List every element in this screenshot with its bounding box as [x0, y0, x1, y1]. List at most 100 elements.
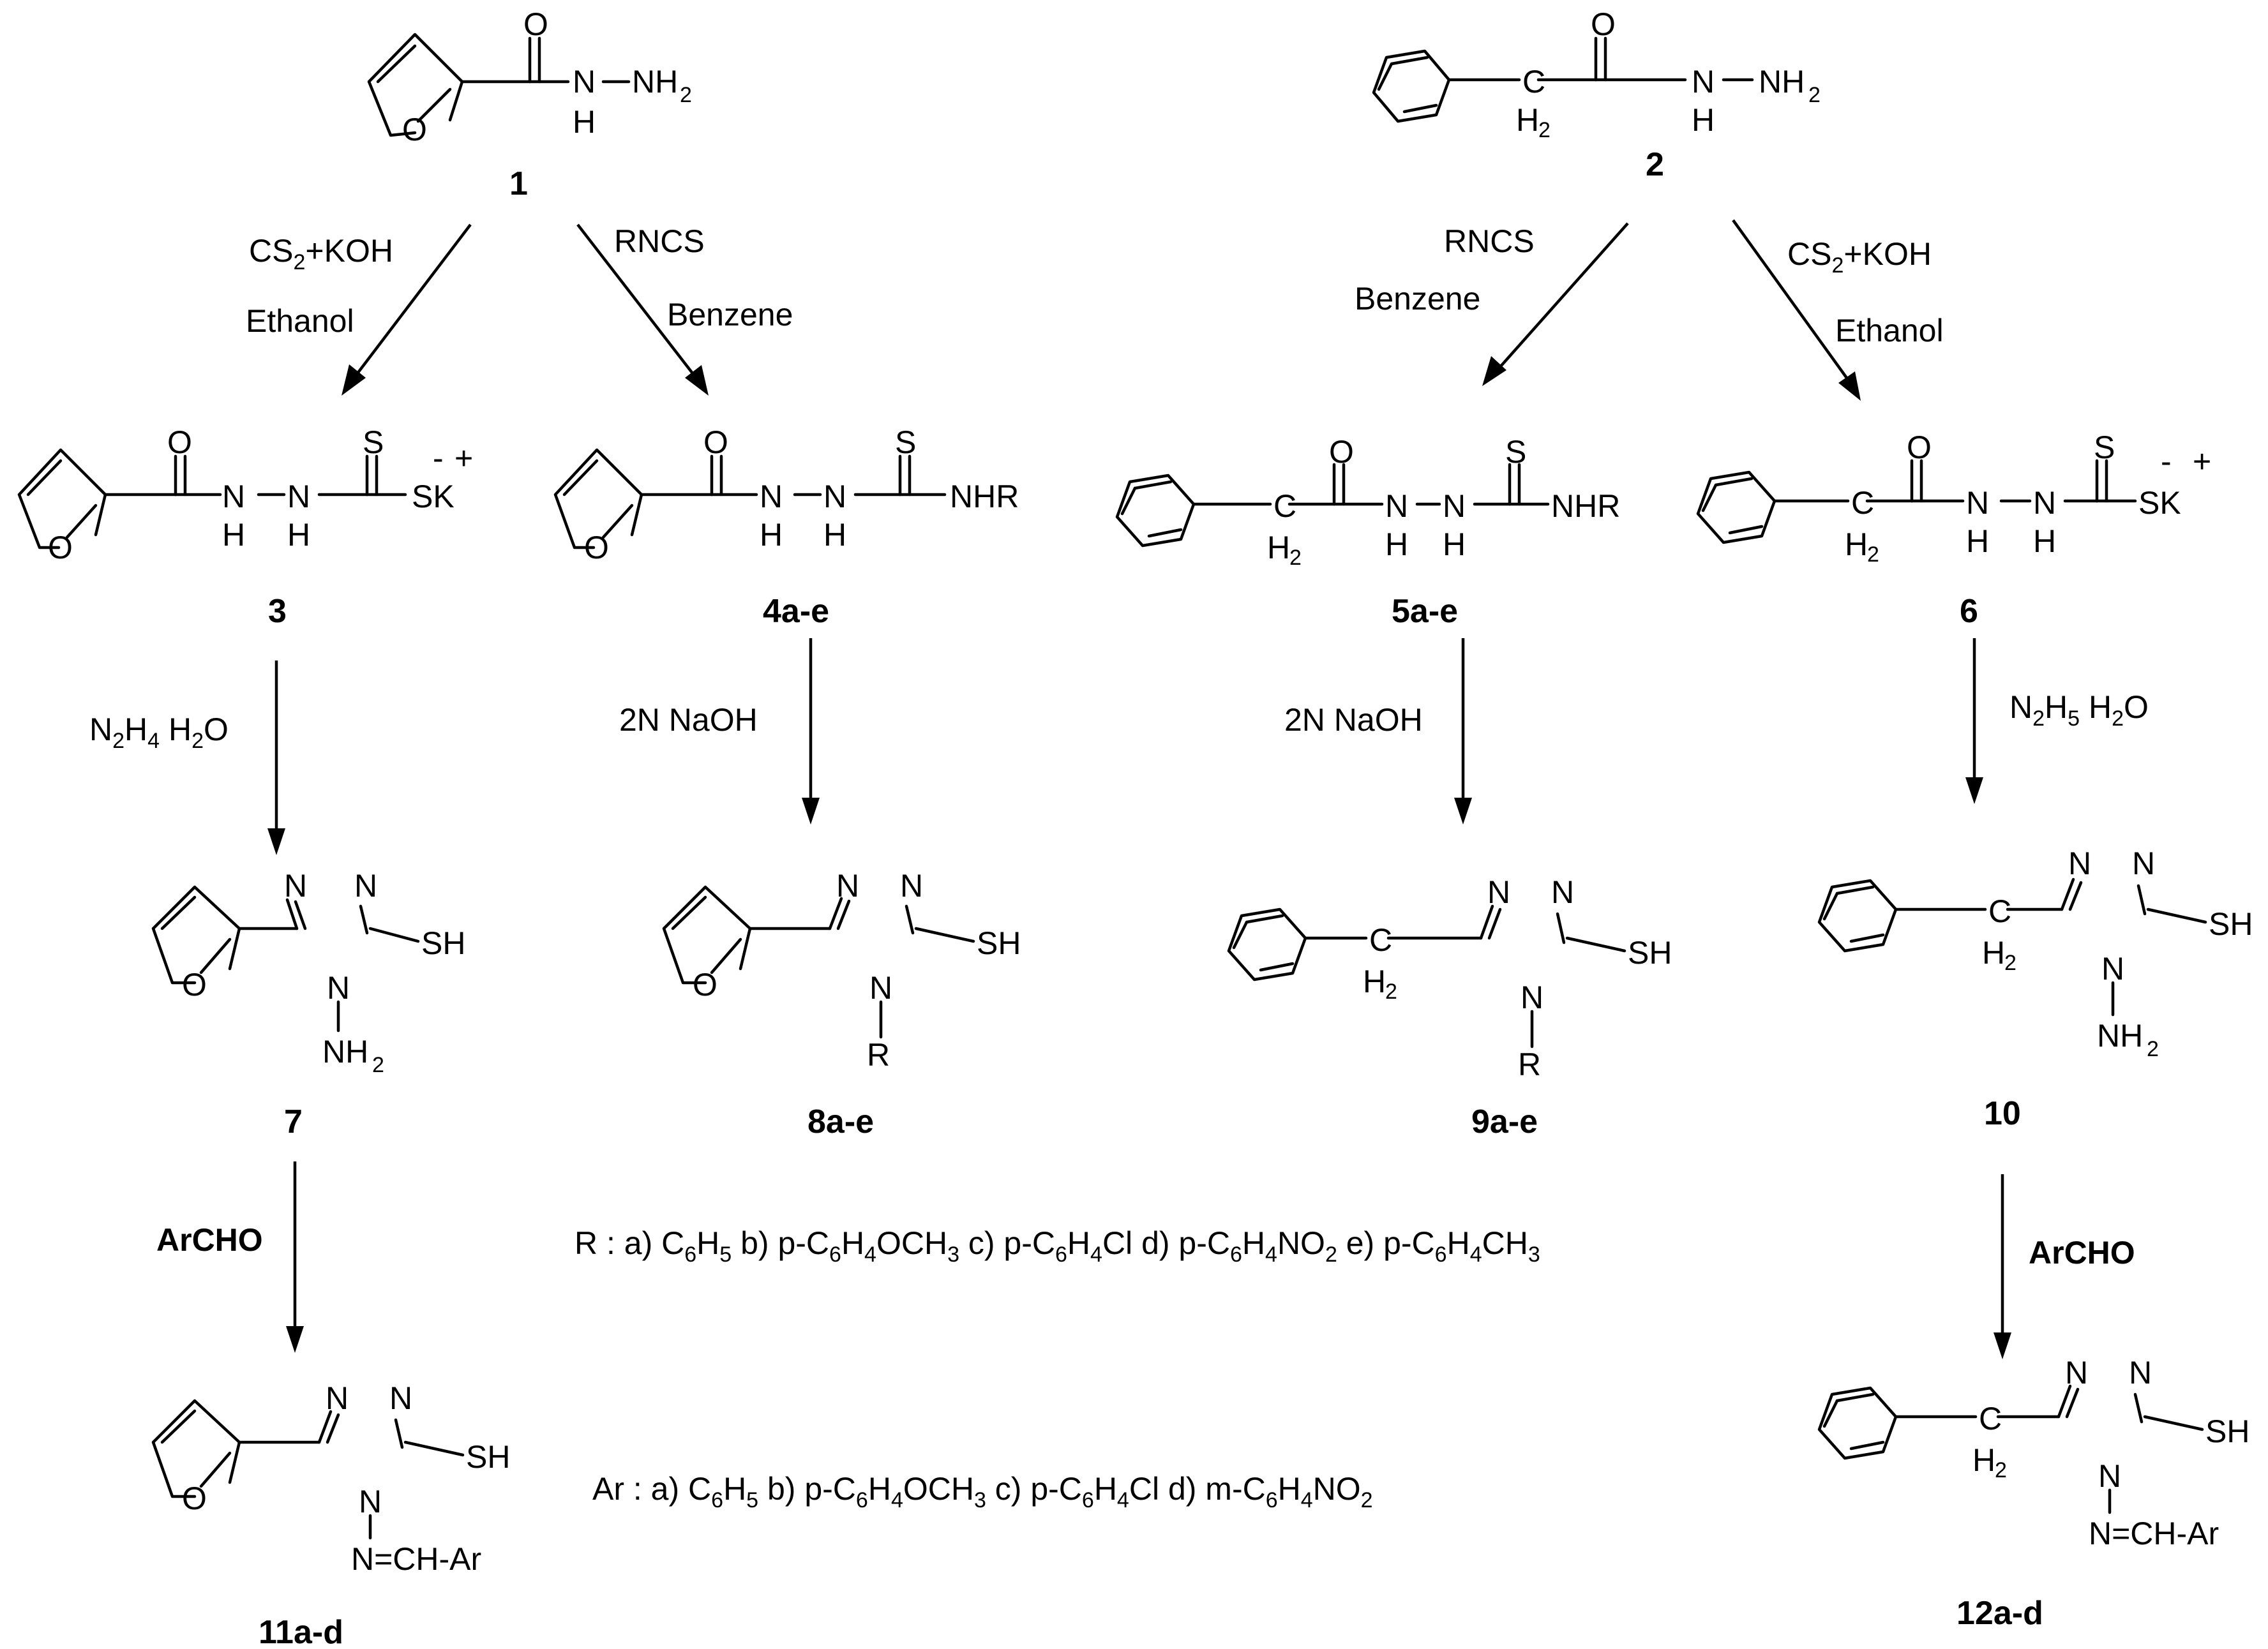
atom-label: C — [1273, 488, 1296, 524]
atom-label: N — [1385, 488, 1408, 524]
atom-label: O — [523, 6, 548, 42]
atom-subscript: 2 — [1289, 546, 1302, 570]
atom-label: H — [1443, 526, 1466, 562]
legend-r-substituents: R : a) C6H5 b) p-C6H4OCH3 c) p-C6H4Cl d)… — [575, 1225, 1540, 1267]
atom-label: SH — [466, 1439, 510, 1475]
atom-label: N — [823, 479, 846, 514]
atom-label: N — [222, 479, 245, 514]
condition-archo-10-to-12: ArCHO — [2029, 1235, 2135, 1271]
compound-9a-e: C H 2 N N SH N R 9a-e — [1227, 874, 1672, 1140]
atom-label: N — [1692, 64, 1715, 100]
atom-label: N — [836, 868, 859, 904]
atom-label: H — [1385, 526, 1408, 562]
atom-label: R — [1518, 1047, 1541, 1082]
compound-6: C H 2 O N H N H S SK - + 6 — [1696, 429, 2211, 630]
atom-label: SH — [977, 925, 1021, 961]
compound-label-8a-e: 8a-e — [807, 1103, 874, 1140]
compound-label-5a-e: 5a-e — [1392, 593, 1458, 630]
arrow-1-to-4 — [576, 223, 709, 396]
condition-ethanol: Ethanol — [1835, 313, 1944, 348]
arrow-3-to-7 — [267, 660, 285, 855]
atom-label: O — [1591, 6, 1616, 42]
compound-4a-e: O O N H N H S NHR 4a-e — [553, 424, 1019, 630]
condition-naoh-5-to-9: 2N NaOH — [1284, 702, 1423, 738]
svg-text:N2H5 H2O: N2H5 H2O — [2009, 689, 2149, 731]
atom-label: N — [354, 868, 377, 904]
conditions-2-to-6: CS2+KOH Ethanol — [1787, 236, 1944, 348]
atom-label: SH — [421, 925, 465, 961]
svg-text:CS2+KOH: CS2+KOH — [1787, 236, 1932, 278]
compound-7: O N N SH N NH 2 7 — [151, 868, 465, 1140]
atom-label: N=CH-Ar — [2089, 1516, 2219, 1551]
atom-label: NH — [632, 64, 678, 100]
atom-label: N — [284, 868, 307, 904]
atom-label: S — [895, 424, 916, 460]
atom-label: H — [1267, 530, 1290, 565]
compound-label-1: 1 — [509, 165, 528, 202]
charge-plus: + — [454, 440, 473, 476]
atom-subscript: 2 — [1995, 1458, 2007, 1482]
atom-subscript: 2 — [372, 1053, 384, 1077]
condition-archo-7-to-11: ArCHO — [156, 1222, 263, 1258]
condition-naoh-4-to-8: 2N NaOH — [619, 702, 758, 738]
atom-label: NH — [1759, 64, 1805, 100]
compound-label-11a-d: 11a-d — [259, 1614, 343, 1649]
atom-subscript: 2 — [2147, 1037, 2159, 1061]
charge-minus: - — [433, 440, 444, 476]
arrow-6-to-10 — [1965, 638, 1983, 804]
arrow-2-to-5 — [1482, 222, 1629, 386]
atom-label: O — [1329, 434, 1354, 470]
atom-label: N — [327, 970, 350, 1006]
atom-label: C — [1979, 1401, 2002, 1436]
atom-subscript: 2 — [1867, 542, 1879, 567]
atom-subscript: 2 — [680, 83, 692, 107]
condition-rncs: RNCS — [614, 223, 705, 259]
compound-label-9a-e: 9a-e — [1471, 1103, 1538, 1140]
atom-label: N — [869, 970, 892, 1006]
compound-label-6: 6 — [1960, 593, 1978, 630]
arrow-1-to-3 — [342, 223, 472, 396]
atom-label: H — [1363, 964, 1386, 999]
atom-label: N — [2065, 1355, 2088, 1391]
atom-label: N — [1966, 485, 1989, 521]
compound-label-3: 3 — [268, 593, 287, 630]
arrow-7-to-11 — [286, 1161, 304, 1353]
compound-label-2: 2 — [1646, 146, 1664, 183]
atom-label: N — [900, 868, 923, 904]
compound-label-10: 10 — [1984, 1095, 2021, 1132]
atom-label: O — [48, 530, 73, 565]
atom-label: H — [760, 517, 783, 553]
atom-label: NHR — [1551, 488, 1620, 524]
compound-5a-e: C H 2 O N H N H S NHR 5a-e — [1115, 434, 1620, 630]
compound-11a-d: O N N SH N N=CH-Ar 11a-d — [151, 1380, 510, 1649]
atom-label: H — [1982, 935, 2005, 971]
atom-label: C — [1851, 485, 1874, 521]
atom-label: N — [2098, 1458, 2121, 1494]
atom-subscript: 2 — [1385, 980, 1397, 1004]
atom-label: C — [1522, 64, 1545, 100]
atom-label: N — [326, 1380, 349, 1416]
atom-label: N — [2129, 1355, 2152, 1391]
svg-text:N2H4 H2O: N2H4 H2O — [89, 712, 229, 753]
atom-label: N — [760, 479, 783, 514]
atom-label: N — [1443, 488, 1466, 524]
atom-label: N — [2101, 951, 2124, 987]
atom-subscript: 2 — [2004, 951, 2016, 975]
atom-label: N — [359, 1484, 382, 1519]
atom-label: SK — [412, 479, 454, 514]
atom-label: SH — [2205, 1414, 2249, 1449]
charge-minus: - — [2161, 444, 2172, 479]
atom-label: N — [573, 64, 596, 100]
compound-label-12a-d: 12a-d — [1956, 1595, 2043, 1632]
atom-label: S — [363, 424, 384, 460]
compound-12a-d: C H 2 N N SH N N=CH-Ar 12a-d — [1817, 1355, 2249, 1632]
compound-8a-e: O N N SH N R 8a-e — [662, 868, 1021, 1140]
atom-label: N — [1551, 874, 1574, 910]
atom-label: H — [1692, 102, 1715, 138]
svg-text:CS2+KOH: CS2+KOH — [249, 233, 393, 274]
atom-label: R — [867, 1037, 890, 1073]
atom-label: N — [2033, 485, 2056, 521]
atom-label: S — [2094, 429, 2115, 465]
atom-label: H — [1966, 523, 1989, 559]
atom-label: N — [1487, 874, 1510, 910]
